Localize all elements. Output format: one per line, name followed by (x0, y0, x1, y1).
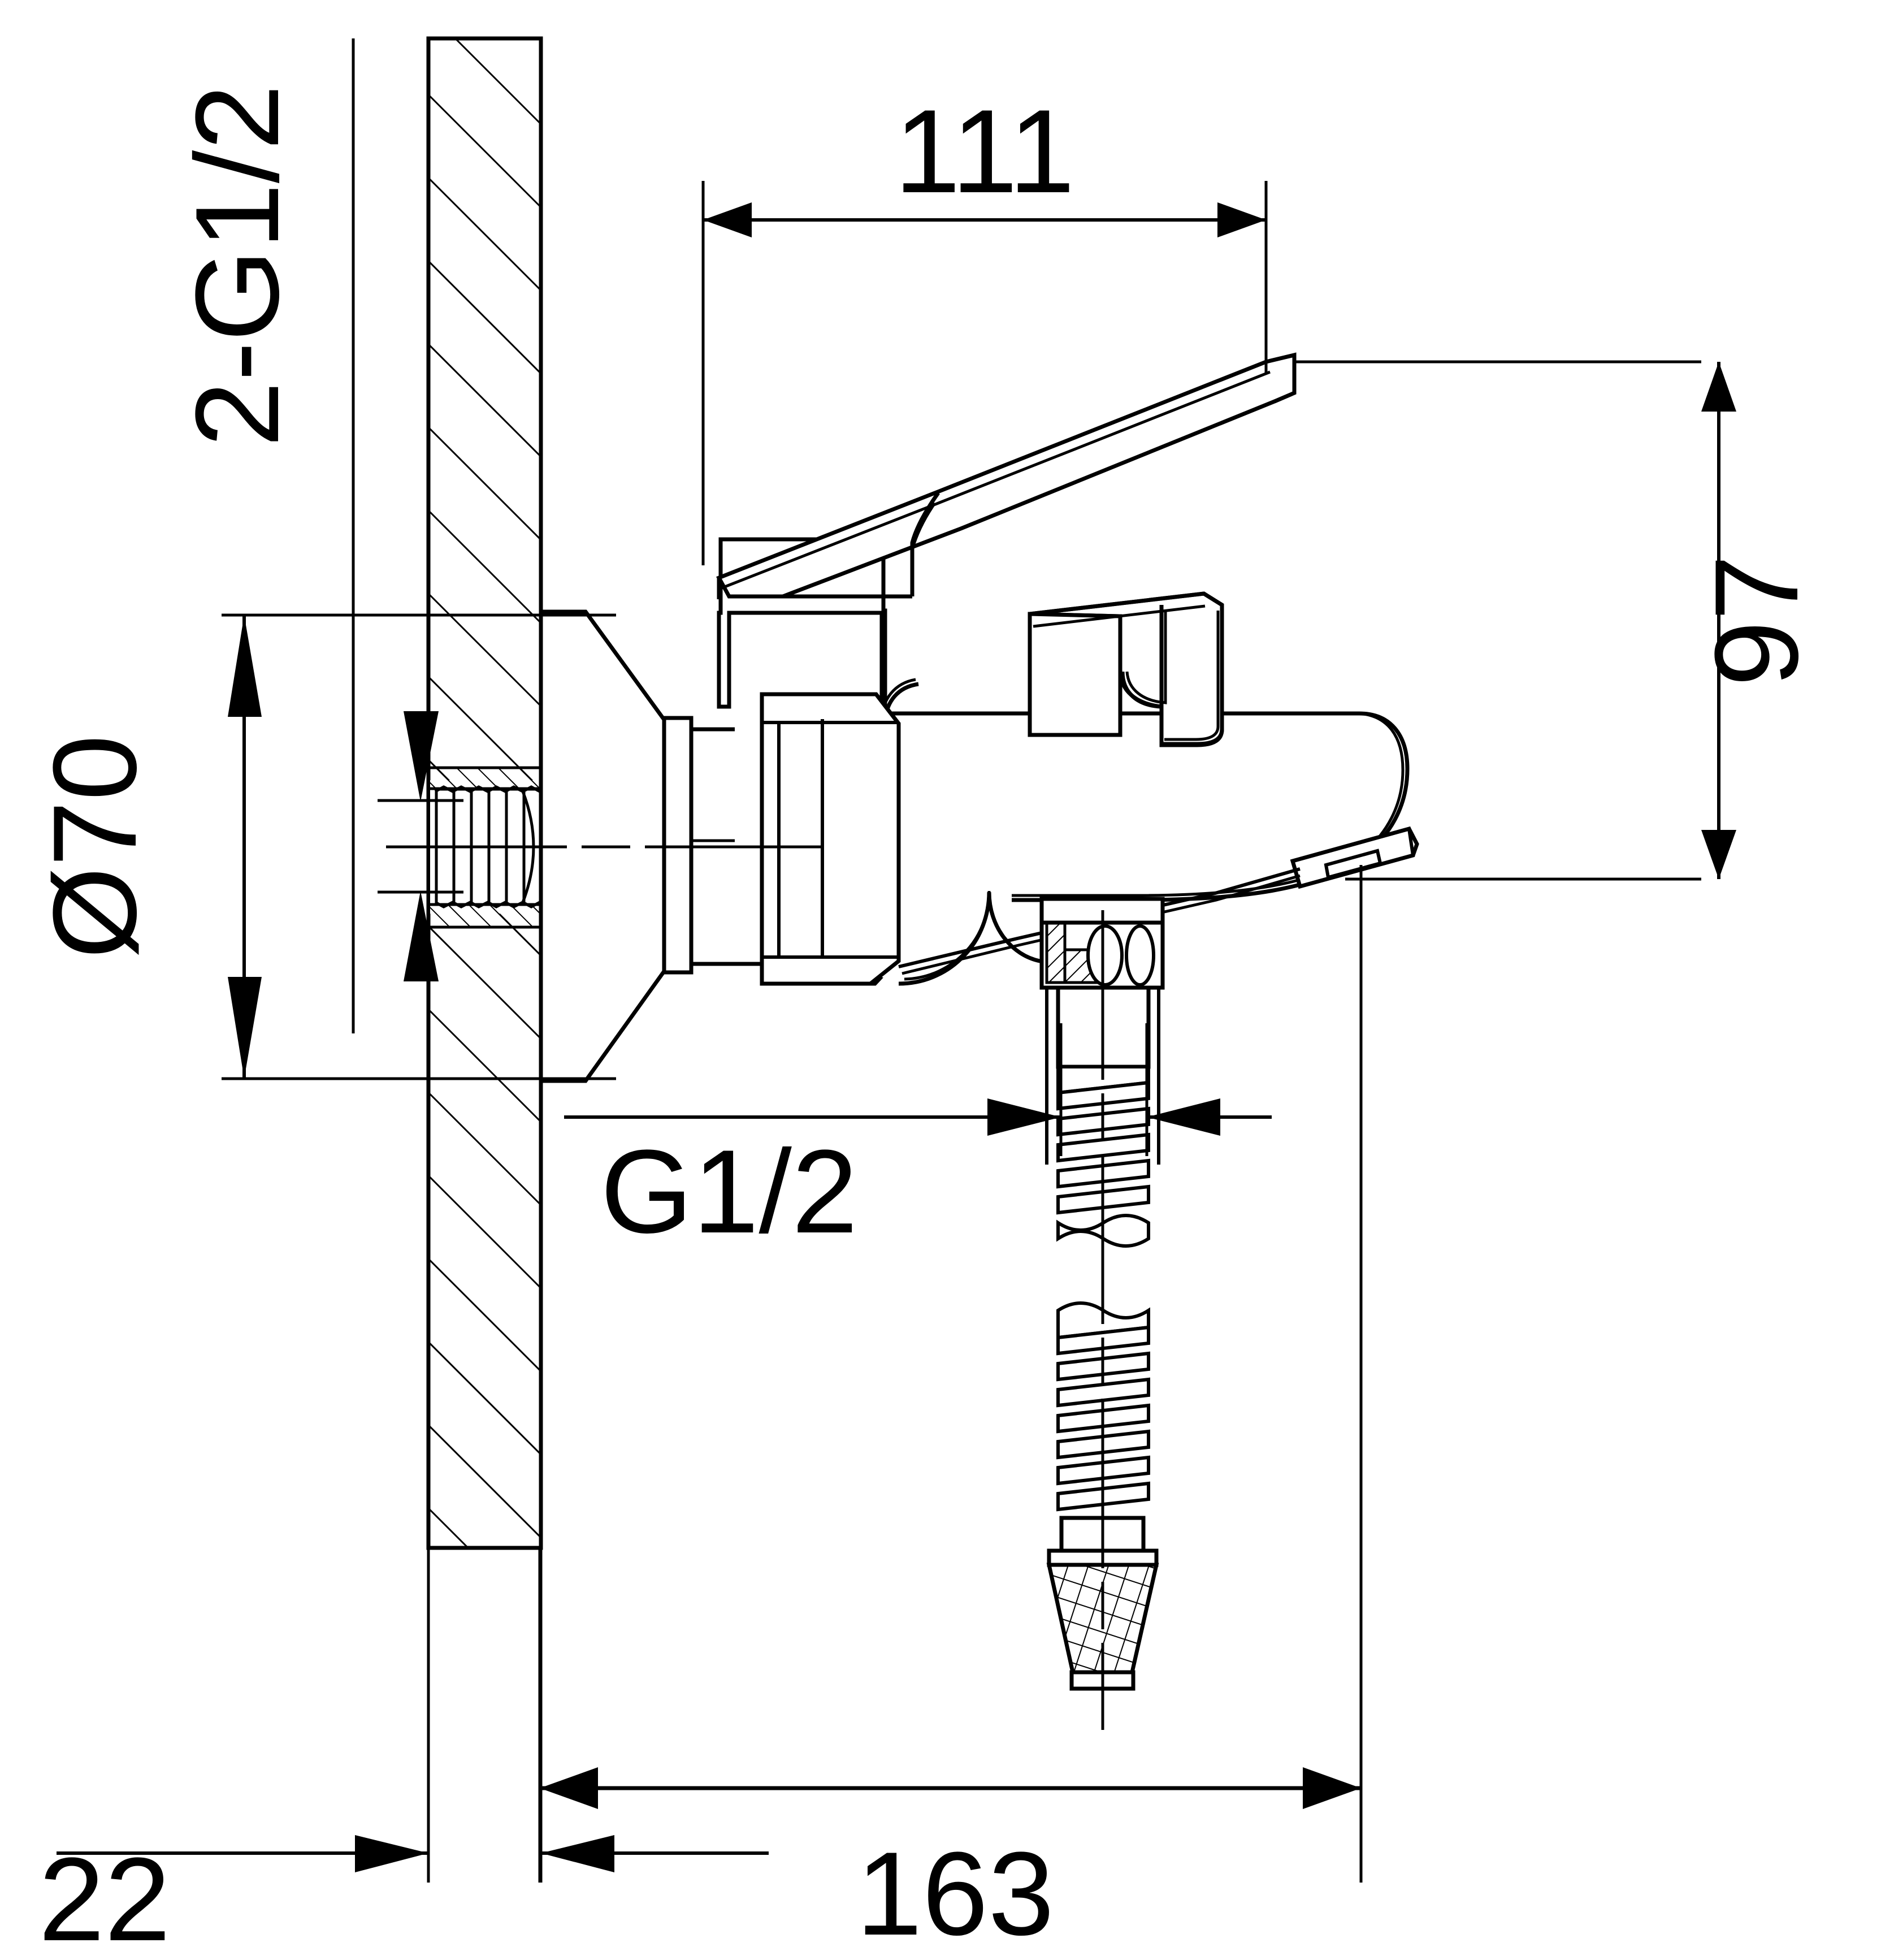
dimension-label-g12: G1/2 (600, 1125, 857, 1258)
body-escutcheon-ring (760, 692, 901, 986)
dimension-22: 22 (38, 1549, 769, 1960)
dimension-163: 163 (538, 865, 1363, 1960)
dimension-label-111: 111 (894, 85, 1074, 218)
dimension-97: 97 (1294, 360, 1823, 881)
dimension-d70: Ø70 (28, 613, 616, 1080)
lever-handle (716, 352, 1297, 599)
diverter-knob (1028, 591, 1224, 747)
dimension-label-2-g12: 2-G1/2 (171, 84, 304, 447)
dimension-2-g12: 2-G1/2 (171, 38, 355, 1033)
dimension-label-d70: Ø70 (28, 735, 161, 959)
dimension-label-97: 97 (1690, 555, 1823, 687)
dimension-label-22: 22 (38, 1833, 171, 1960)
dimension-g12: G1/2 (564, 1023, 1272, 1258)
dimension-111: 111 (701, 85, 1268, 565)
centerlines (386, 845, 1104, 1730)
dimension-label-163: 163 (856, 1827, 1054, 1960)
